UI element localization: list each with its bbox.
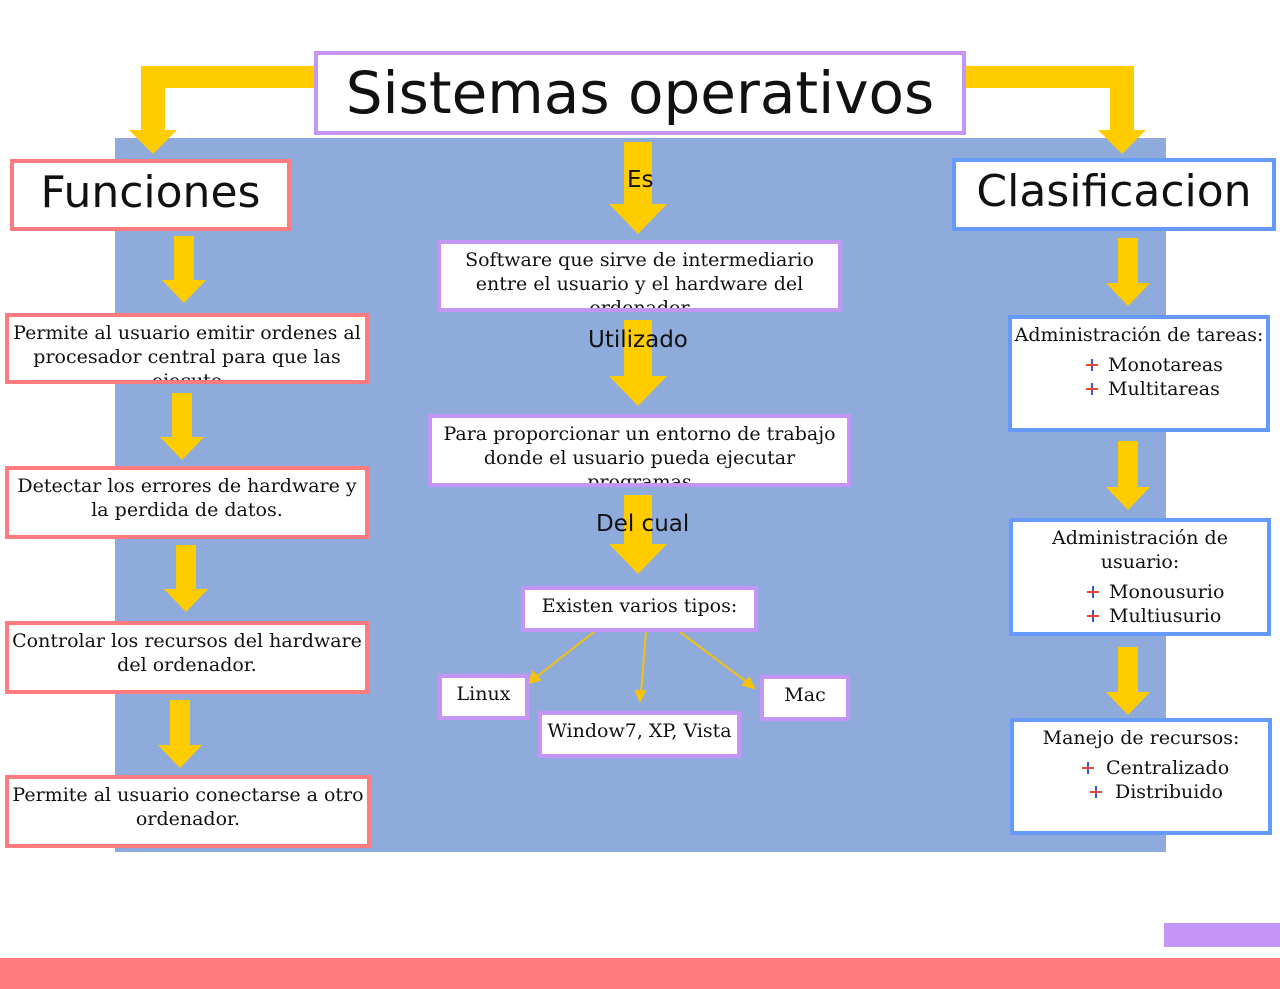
type-box-windows: Window7, XP, Vista: [538, 711, 741, 758]
list-item: Multitareas: [1086, 377, 1266, 401]
funcion-box-2: Detectar los errores de hardware y la pe…: [5, 466, 369, 539]
funciones-heading-box: Funciones: [10, 159, 291, 231]
bullet-icon: [1087, 610, 1099, 622]
purpose-box: Para proporcionar un entorno de trabajo …: [428, 414, 851, 487]
clasificacion-box-2: Administración de usuario: Monousurio Mu…: [1009, 518, 1271, 636]
funcion-text-4: Permite al usuario conectarse a otro ord…: [12, 784, 364, 830]
list-item: Centralizado: [1082, 756, 1268, 780]
corner-tab: [1164, 923, 1280, 947]
list-item: Distribuido: [1090, 780, 1268, 804]
arrow-down-funciones-2: [160, 393, 204, 460]
arrow-down-utilizado: [609, 320, 667, 406]
bullet-icon: [1087, 586, 1099, 598]
label-es: Es: [627, 167, 654, 193]
arrow-down-funciones-3: [164, 545, 208, 612]
clasificacion-title-2: Administración de usuario:: [1052, 527, 1228, 573]
clasificacion-box-1: Administración de tareas: Monotareas Mul…: [1008, 315, 1270, 432]
arrow-down-del-cual: [609, 495, 667, 574]
arrow-down-clasificacion-3: [1106, 647, 1150, 715]
list-item: Multiusurio: [1087, 604, 1267, 628]
type-windows: Window7, XP, Vista: [547, 720, 732, 742]
funcion-text-1: Permite al usuario emitir ordenes al pro…: [13, 322, 361, 384]
bullet-icon: [1082, 762, 1094, 774]
clasificacion-title-1: Administración de tareas:: [1014, 324, 1264, 346]
funcion-box-1: Permite al usuario emitir ordenes al pro…: [5, 313, 369, 384]
elbow-arrow-right: [955, 66, 1146, 154]
clasificacion-heading-box: Clasificacion: [952, 158, 1276, 231]
arrow-down-es: [609, 142, 667, 234]
title-box: Sistemas operativos: [314, 51, 966, 135]
funciones-heading: Funciones: [40, 167, 261, 218]
clasificacion-title-3: Manejo de recursos:: [1042, 727, 1240, 749]
arrow-down-clasificacion-2: [1106, 441, 1150, 510]
funcion-box-3: Controlar los recursos del hardware del …: [5, 621, 369, 694]
list-item: Monousurio: [1087, 580, 1267, 604]
types-heading: Existen varios tipos:: [541, 595, 738, 617]
elbow-arrow-left: [129, 66, 323, 154]
bullet-icon: [1086, 359, 1098, 371]
arrow-down-funciones-1: [162, 236, 206, 303]
label-utilizado: Utilizado: [588, 327, 688, 353]
bullet-icon: [1090, 786, 1102, 798]
definition-text: Software que sirve de intermediario entr…: [465, 249, 814, 312]
definition-box: Software que sirve de intermediario entr…: [437, 240, 842, 312]
type-linux: Linux: [456, 683, 511, 705]
type-mac: Mac: [784, 684, 826, 706]
funcion-text-3: Controlar los recursos del hardware del …: [12, 630, 362, 676]
arrow-down-clasificacion-1: [1106, 238, 1150, 306]
footer-bar: [0, 958, 1280, 989]
page-title: Sistemas operativos: [345, 59, 935, 127]
purpose-text: Para proporcionar un entorno de trabajo …: [443, 423, 836, 487]
list-item: Monotareas: [1086, 353, 1266, 377]
arrow-down-funciones-4: [158, 700, 202, 768]
type-box-linux: Linux: [438, 674, 529, 720]
type-box-mac: Mac: [760, 675, 850, 721]
funcion-box-4: Permite al usuario conectarse a otro ord…: [5, 775, 371, 848]
types-heading-box: Existen varios tipos:: [521, 586, 758, 632]
clasificacion-heading: Clasificacion: [976, 166, 1252, 217]
funcion-text-2: Detectar los errores de hardware y la pe…: [17, 475, 357, 521]
bullet-icon: [1086, 383, 1098, 395]
clasificacion-box-3: Manejo de recursos: Centralizado Distrib…: [1010, 718, 1272, 835]
label-del-cual: Del cual: [596, 511, 690, 537]
